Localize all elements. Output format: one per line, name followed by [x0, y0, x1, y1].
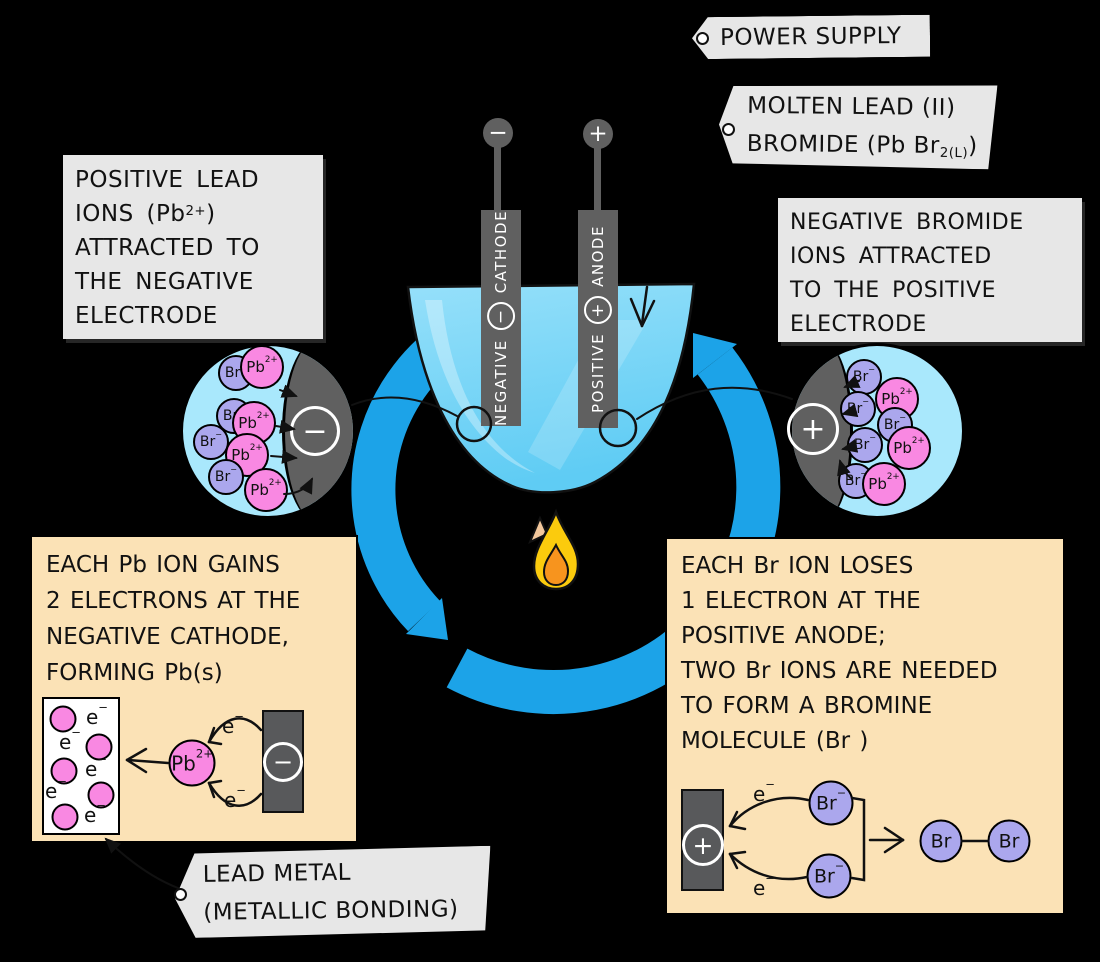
power-supply-tag-hole-icon — [696, 32, 709, 45]
molten-line2: BROMIDE (Pb Br2(L)) — [746, 130, 978, 161]
electron-label: e− — [44, 774, 68, 803]
lead-metal-tag-hole-icon — [174, 888, 187, 901]
anode-wire — [594, 147, 601, 212]
beaker — [406, 282, 696, 494]
anode-symbol-icon: + — [584, 295, 613, 324]
pb-ion: Pb2+ — [887, 426, 931, 470]
cathode-bar: NEGATIVE − CATHODE — [481, 210, 521, 426]
cathode-wire — [494, 147, 501, 212]
pb-atom — [50, 757, 78, 785]
connector-right — [636, 386, 793, 420]
br-ion: Br− — [806, 853, 852, 899]
anode-bar-label: POSITIVE + ANODE — [584, 225, 613, 413]
lead-ions-callout: POSITIVE LEAD IONS (Pb2+) ATTRACTED TO T… — [63, 155, 323, 339]
electron-label: e− — [85, 700, 109, 729]
pb-atom — [87, 781, 115, 809]
molten-line1: MOLTEN LEAD (II) — [747, 92, 956, 122]
cathode-closeup-symbol-icon: − — [290, 406, 340, 456]
electron-label: e− — [58, 725, 82, 754]
pb-atom — [85, 733, 113, 761]
lead-metal-arrow — [104, 837, 179, 889]
anode-reaction-box: EACH Br ION LOSES 1 ELECTRON AT THE POSI… — [665, 537, 1065, 915]
anode-diagram-symbol-icon: + — [682, 824, 724, 866]
br-ion: Br− — [208, 459, 244, 495]
anode-closeup-symbol-icon: + — [787, 403, 839, 455]
electron-label: e− — [752, 777, 776, 806]
electron-label: e− — [83, 798, 107, 827]
br-ion: Br− — [840, 391, 876, 427]
cathode-bar-label: NEGATIVE − CATHODE — [487, 210, 516, 426]
electron-label: e− — [223, 783, 247, 812]
electron-label: e− — [752, 871, 776, 900]
flame-icon — [528, 508, 580, 591]
bromide-ions-callout: NEGATIVE BROMIDE IONS ATTRACTED TO THE P… — [778, 198, 1082, 342]
br-ion: Br− — [193, 424, 229, 460]
electron-label: e− — [84, 752, 108, 781]
power-supply-tag: POWER SUPPLY — [692, 15, 930, 59]
electron-label: e− — [221, 709, 245, 738]
pb-ion: Pb2+ — [244, 468, 288, 512]
cathode-terminal: − — [483, 118, 513, 148]
down-arrow-icon — [629, 285, 656, 328]
pb-ion: Pb2+ — [862, 462, 906, 506]
lead-metal-tag: LEAD METAL (METALLIC BONDING) — [174, 846, 491, 938]
anode-terminal: + — [583, 119, 613, 149]
connector-left — [351, 396, 458, 417]
molten-lead-bromide-tag: MOLTEN LEAD (II) BROMIDE (Pb Br2(L)) — [719, 83, 998, 170]
br-atom: Br — [987, 819, 1031, 863]
cathode-symbol-icon: − — [487, 302, 516, 331]
pb-atom — [49, 705, 77, 733]
br-ion: Br− — [808, 780, 854, 826]
pb-ion: Pb2+ — [168, 739, 216, 787]
cathode-diagram-symbol-icon: − — [263, 742, 303, 782]
br-ion: Br− — [847, 427, 883, 463]
pb-atom — [51, 803, 79, 831]
molten-tag-hole-icon — [722, 123, 735, 136]
pb-ion: Pb2+ — [240, 345, 284, 389]
br-atom: Br — [919, 819, 963, 863]
anode-bar: POSITIVE + ANODE — [578, 210, 618, 428]
power-supply-label: POWER SUPPLY — [719, 23, 902, 51]
